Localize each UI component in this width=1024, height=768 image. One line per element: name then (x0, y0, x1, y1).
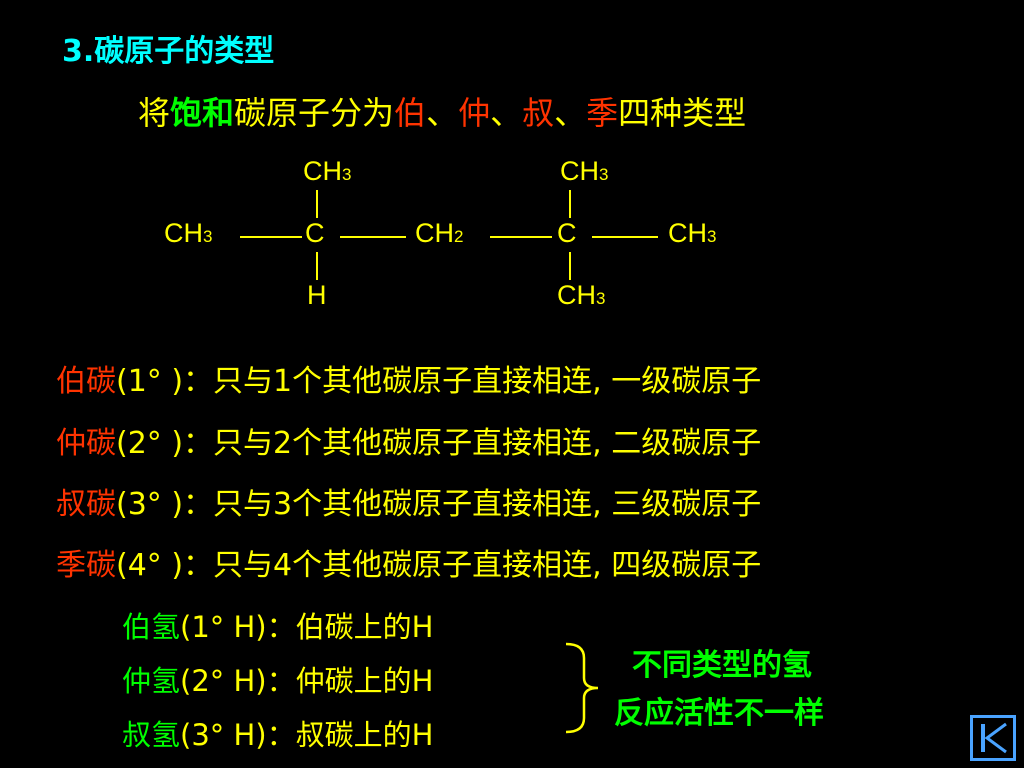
note-line-1: 不同类型的氢 (632, 648, 812, 683)
definition-secondary-carbon: 仲碳(2° )：只与2个其他碳原子直接相连, 二级碳原子 (56, 426, 762, 461)
subtitle-quaternary: 季 (586, 94, 619, 132)
subtitle-text: 将 (138, 94, 171, 132)
note-line-2: 反应活性不一样 (614, 696, 824, 731)
bond-line (569, 252, 571, 280)
formula-group-left-ch3: CH3 (164, 218, 213, 248)
subtitle-sep: 、 (554, 94, 587, 132)
subtitle-secondary: 仲 (458, 94, 491, 132)
formula-group-top-right: CH3 (560, 156, 609, 186)
formula-group-right-ch3: CH3 (668, 218, 717, 248)
first-slide-button[interactable] (970, 715, 1016, 761)
formula-group-bottom-right: CH3 (557, 280, 606, 310)
subtitle-primary: 伯 (394, 94, 427, 132)
subtitle-tertiary: 叔 (522, 94, 555, 132)
subtitle-saturated: 饱和 (170, 94, 235, 132)
formula-carbon-tertiary: C (305, 218, 325, 248)
formula-hydrogen-bottom: H (307, 280, 327, 310)
bond-line (490, 236, 552, 238)
bond-line (569, 190, 571, 218)
right-brace-icon (565, 642, 599, 734)
definition-primary-carbon: 伯碳(1° )：只与1个其他碳原子直接相连, 一级碳原子 (56, 364, 762, 399)
hydrogen-tertiary: 叔氢(3° H)：叔碳上的H (122, 718, 434, 752)
bond-line (316, 252, 318, 280)
hydrogen-primary: 伯氢(1° H)：伯碳上的H (122, 610, 434, 644)
slide-subtitle: 将饱和碳原子分为伯、仲、叔、季四种类型 (138, 88, 746, 134)
slide-title: 3.碳原子的类型 (62, 34, 275, 69)
subtitle-sep: 、 (490, 94, 523, 132)
definition-tertiary-carbon: 叔碳(3° )：只与3个其他碳原子直接相连, 三级碳原子 (56, 487, 762, 522)
first-slide-icon (981, 722, 1007, 754)
formula-group-ch2: CH2 (415, 218, 464, 248)
subtitle-text: 四种类型 (618, 94, 747, 132)
hydrogen-secondary: 仲氢(2° H)：仲碳上的H (122, 664, 434, 698)
formula-carbon-quaternary: C (557, 218, 577, 248)
subtitle-sep: 、 (426, 94, 459, 132)
bond-line (592, 236, 658, 238)
bond-line (340, 236, 406, 238)
subtitle-text: 碳原子分为 (234, 94, 395, 132)
definition-quaternary-carbon: 季碳(4° )：只与4个其他碳原子直接相连, 四级碳原子 (56, 548, 762, 583)
formula-group-top-left: CH3 (303, 156, 352, 186)
bond-line (316, 190, 318, 218)
bond-line (240, 236, 302, 238)
